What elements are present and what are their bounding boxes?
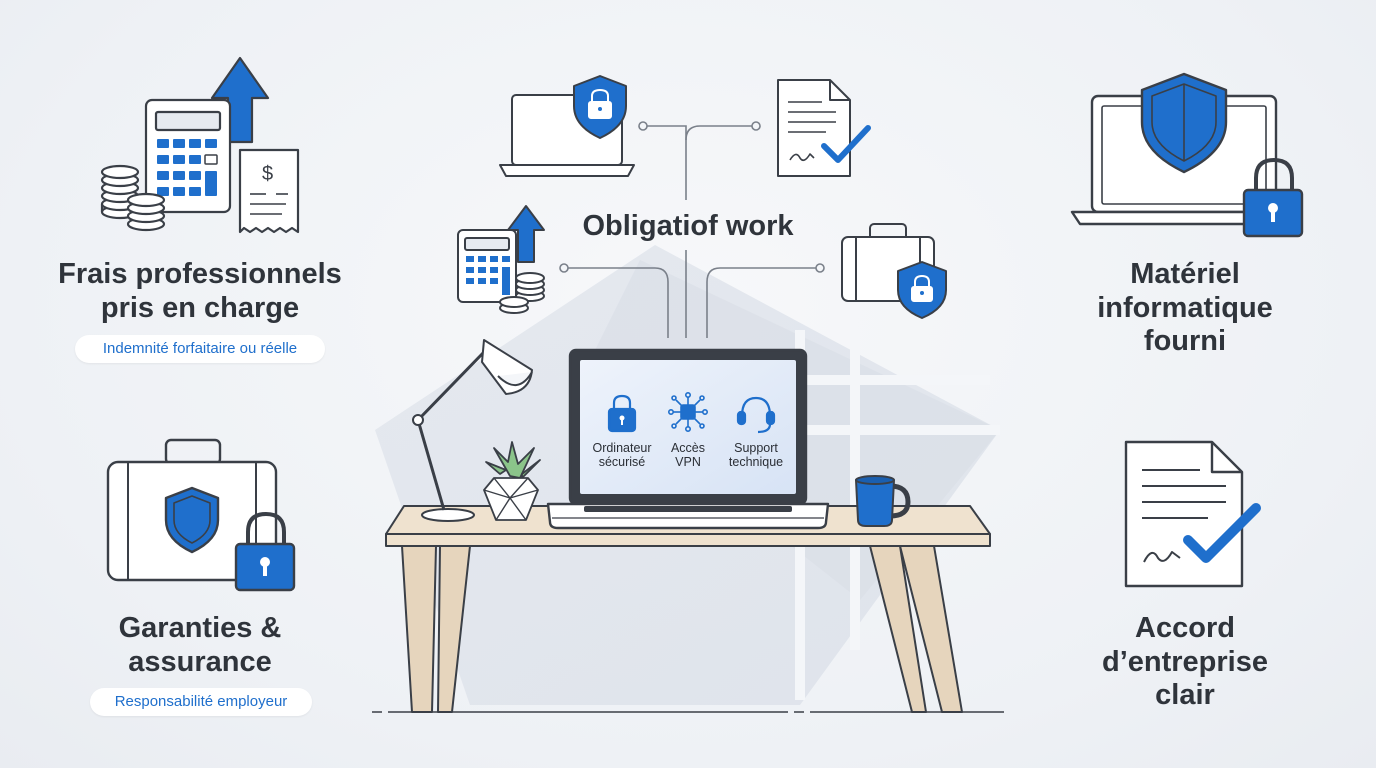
desk <box>372 505 1004 713</box>
agreement-title-line3: clair <box>1155 679 1215 712</box>
insurance-title-line2: assurance <box>128 645 272 678</box>
agreement-title-line1: Accord <box>1135 612 1235 644</box>
expenses-pill: Indemnité forfaitaire ou réelle <box>75 335 325 363</box>
network-chip-icon <box>667 391 708 432</box>
screen-label-line2: sécurisé <box>598 455 646 470</box>
main-laptop <box>546 348 830 530</box>
briefcase-shield-icon <box>841 223 947 319</box>
desk-lamp <box>412 339 533 522</box>
screen-label-vpn: Accès VPN <box>658 441 718 470</box>
insurance-title-line1: Garanties & <box>118 612 282 644</box>
agreement-title-line2: d’entreprise <box>1102 645 1268 678</box>
connector-lines <box>559 121 825 338</box>
screen-label-line2: VPN <box>675 455 701 470</box>
equipment-title-line1: Matériel <box>1130 258 1240 290</box>
insurance-pill: Responsabilité employeur <box>90 688 312 716</box>
potted-plant <box>483 441 541 521</box>
small-calculator-icon <box>457 205 545 314</box>
equipment-title: Matériel informatique fourni <box>1060 258 1310 359</box>
screen-label-support: Support technique <box>720 441 792 470</box>
screen-label-line2: technique <box>728 455 784 470</box>
screen-label-line1: Ordinateur <box>592 441 652 455</box>
expenses-title-line1: Frais professionnels <box>58 258 342 290</box>
screen-label-line1: Accès <box>670 441 706 455</box>
expenses-title-line2: pris en charge <box>100 291 300 324</box>
coffee-mug <box>855 475 911 527</box>
padlock-icon <box>607 394 637 433</box>
equipment-illustration <box>1070 72 1304 238</box>
screen-label-line1: Support <box>734 441 778 455</box>
equipment-title-line3: fourni <box>1143 325 1227 358</box>
equipment-title-line2: informatique <box>1097 291 1273 324</box>
headset-icon <box>736 396 776 434</box>
center-title: Obligatiof work <box>582 210 794 242</box>
agreement-title: Accord d’entreprise clair <box>1060 612 1310 713</box>
svg-text:$: $ <box>262 163 273 185</box>
screen-label-secure-computer: Ordinateur sécurisé <box>584 441 660 470</box>
expenses-title: Frais professionnels pris en charge <box>30 258 370 325</box>
signed-document-icon <box>777 79 871 177</box>
insurance-title: Garanties & assurance <box>60 612 340 679</box>
laptop-shield-icon <box>499 75 635 177</box>
expenses-illustration: $ <box>100 56 300 234</box>
insurance-illustration <box>106 438 296 592</box>
agreement-illustration <box>1124 440 1261 588</box>
